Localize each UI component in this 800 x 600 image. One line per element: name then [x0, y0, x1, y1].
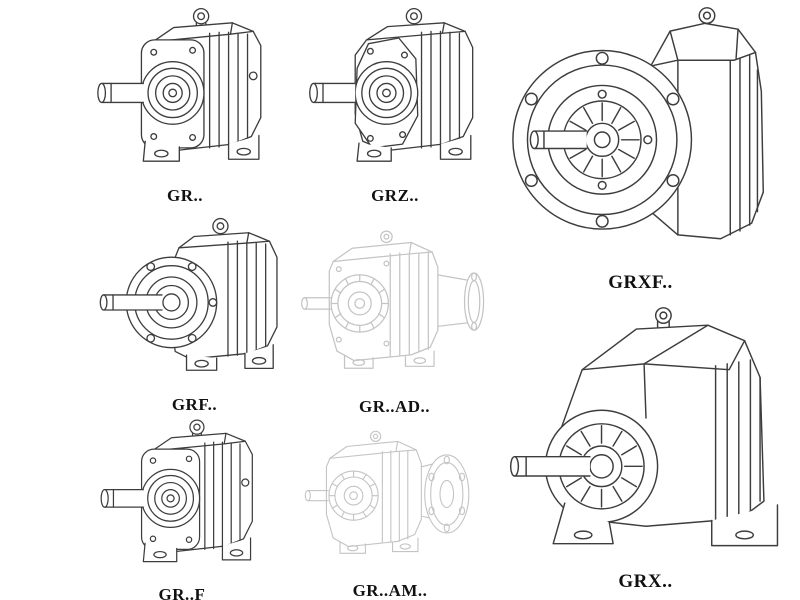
figure-grf: GRF..: [92, 212, 297, 415]
gr-am-gearbox-drawing: [301, 416, 479, 577]
figure-gr-ad: GR..AD..: [292, 212, 497, 417]
figure-gr: GR..: [85, 2, 285, 206]
label-gr-f: GR..F: [158, 585, 206, 600]
gr-f-gearbox-drawing: [94, 414, 270, 581]
grxf-gearbox-drawing: [505, 2, 777, 264]
label-grz: GRZ..: [371, 186, 419, 205]
label-gr-ad: GR..AD..: [358, 397, 431, 416]
label-grx: GRX..: [618, 571, 673, 592]
figure-gr-f: GR..F: [82, 414, 282, 600]
grx-gearbox-drawing: [501, 302, 791, 563]
label-gr: GR..: [167, 186, 203, 205]
figure-grz: GRZ..: [295, 2, 495, 206]
gr-gearbox-drawing: [90, 2, 280, 182]
figure-gr-am: GR..AM..: [290, 416, 490, 600]
label-grxf: GRXF..: [608, 272, 673, 293]
label-grf: GRF..: [171, 395, 218, 414]
grz-gearbox-drawing: [300, 2, 490, 182]
grf-gearbox-drawing: [96, 212, 294, 391]
figure-grx: GRX..: [498, 302, 793, 593]
gr-ad-gearbox-drawing: [295, 212, 495, 393]
figure-grxf: GRXF..: [498, 2, 783, 294]
label-gr-am: GR..AM..: [352, 581, 428, 600]
